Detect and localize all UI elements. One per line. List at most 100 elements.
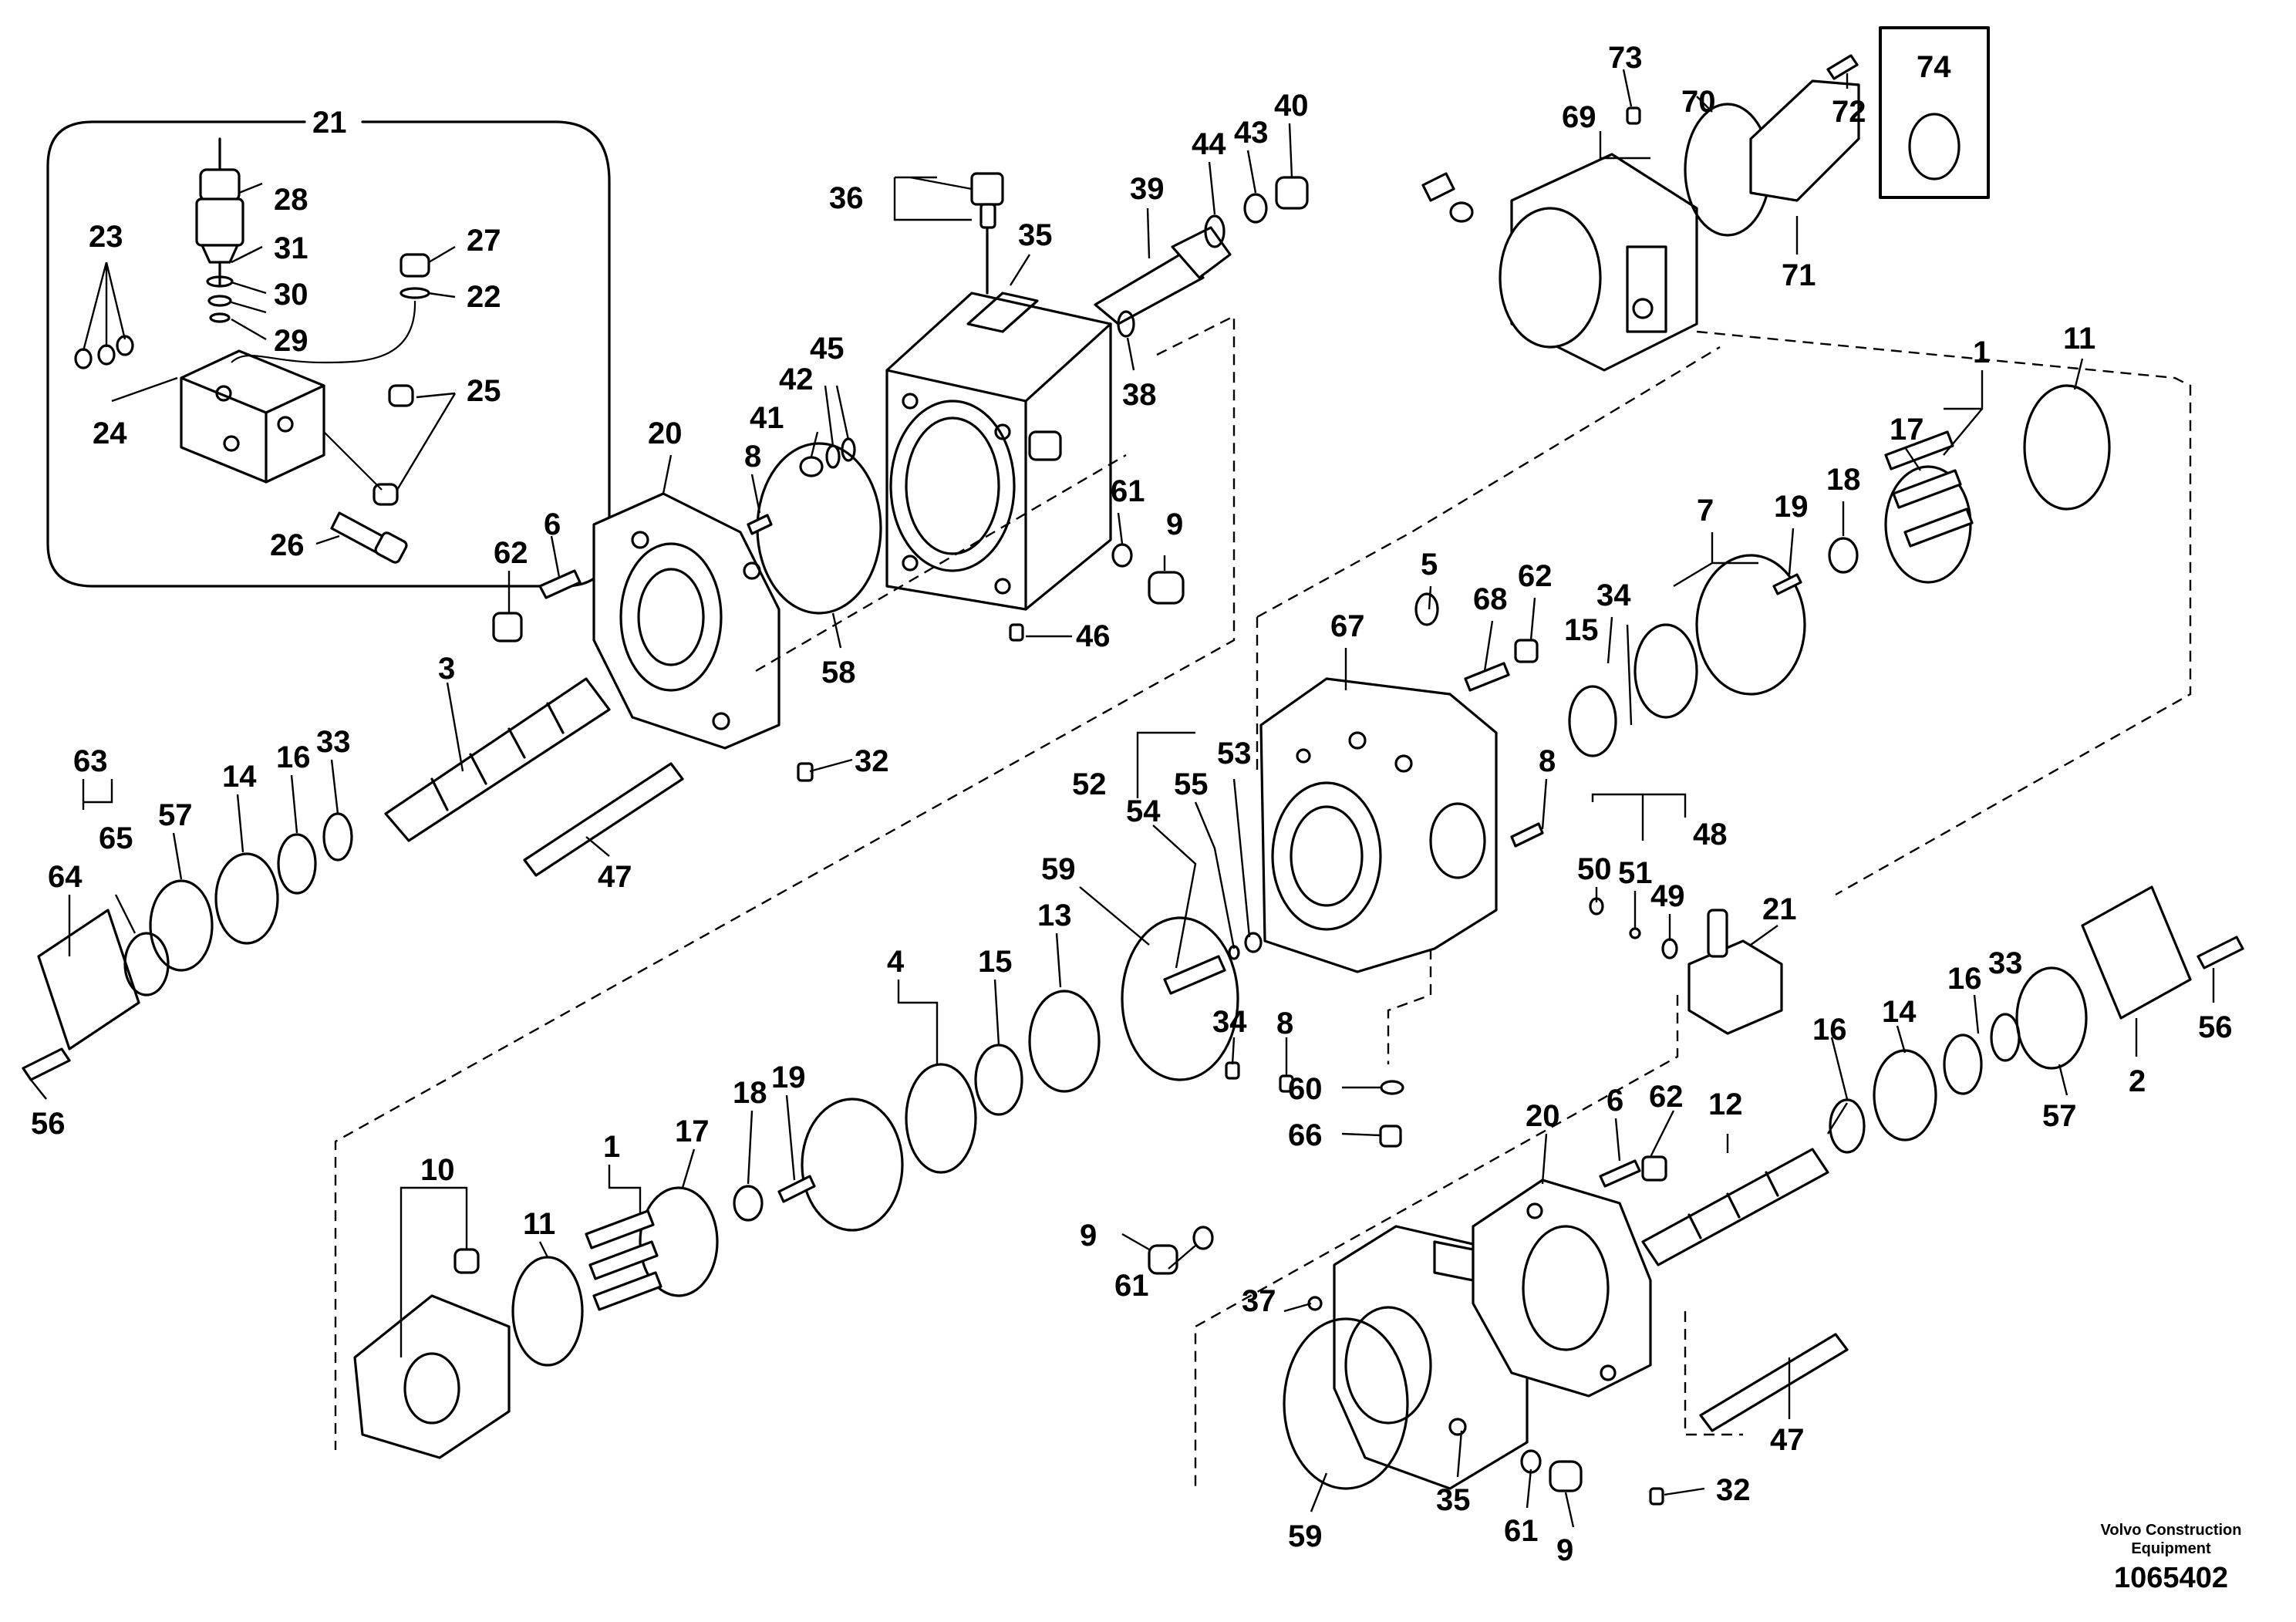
callout-39: 39 bbox=[1130, 172, 1165, 206]
part-29-oring bbox=[209, 312, 231, 323]
callout-35-top: 35 bbox=[1018, 218, 1053, 252]
part-32-pin-lower bbox=[1649, 1487, 1664, 1506]
part-72-bolt bbox=[1826, 54, 1859, 80]
part-62-nut-top bbox=[492, 612, 523, 642]
part-64-cover-left bbox=[37, 909, 140, 1050]
part-15-gear-lower bbox=[974, 1044, 1023, 1116]
part-16-spacer-right-b bbox=[1943, 1034, 1983, 1095]
callout-17-lower: 17 bbox=[675, 1114, 710, 1148]
part-65-seal-left bbox=[123, 932, 170, 996]
callout-61-top: 61 bbox=[1111, 474, 1145, 508]
part-27-plug bbox=[231, 253, 430, 364]
callout-59-center: 59 bbox=[1041, 852, 1076, 886]
callout-74: 74 bbox=[1917, 50, 1951, 84]
callout-56-right: 56 bbox=[2198, 1010, 2233, 1044]
part-16-spacer-left bbox=[277, 833, 317, 895]
callout-60: 60 bbox=[1288, 1072, 1323, 1106]
callout-21-inset: 21 bbox=[312, 106, 347, 140]
part-26-bolt bbox=[330, 511, 408, 564]
callout-49: 49 bbox=[1650, 879, 1685, 913]
callout-48: 48 bbox=[1693, 818, 1728, 851]
part-34-pin-center bbox=[1225, 1061, 1240, 1080]
callout-6-lower: 6 bbox=[1607, 1084, 1623, 1118]
callout-52: 52 bbox=[1072, 767, 1107, 801]
callout-12: 12 bbox=[1708, 1088, 1743, 1121]
part-42-oring bbox=[825, 444, 841, 469]
part-fitting-oring bbox=[1449, 201, 1474, 223]
part-59-ring-lower bbox=[1283, 1317, 1409, 1490]
part-31-oring bbox=[206, 275, 234, 288]
housing-35-assembly bbox=[885, 292, 1112, 611]
callout-6-top: 6 bbox=[544, 508, 561, 541]
part-33-snapring-left bbox=[322, 812, 353, 862]
callout-8-top: 8 bbox=[744, 440, 761, 474]
part-36-connector bbox=[970, 172, 1004, 295]
part-18-ball-lower bbox=[733, 1185, 764, 1222]
callout-1-right: 1 bbox=[1973, 336, 1990, 369]
part-1-pistons-right bbox=[1884, 430, 1974, 548]
callout-34-center: 34 bbox=[1212, 1005, 1247, 1039]
part-6-stud-top bbox=[538, 569, 582, 599]
callout-28: 28 bbox=[274, 183, 308, 217]
part-53-seat bbox=[1244, 932, 1263, 953]
callout-62-center: 62 bbox=[1518, 559, 1553, 593]
callout-38: 38 bbox=[1122, 378, 1157, 412]
part-61-oring-top bbox=[1111, 543, 1133, 568]
callout-33-right: 33 bbox=[1988, 946, 2023, 980]
callout-9-top: 9 bbox=[1166, 508, 1183, 541]
callout-53: 53 bbox=[1217, 737, 1252, 771]
company-name: Volvo Construction Equipment bbox=[2067, 1521, 2275, 1558]
part-11-plate-lower bbox=[511, 1256, 584, 1367]
part-1-pistons-lower bbox=[585, 1209, 663, 1311]
callout-1-lower: 1 bbox=[603, 1130, 620, 1164]
part-9-plug-top bbox=[1148, 571, 1185, 605]
part-56-bolt-right bbox=[2197, 936, 2244, 969]
part-2-cover-right bbox=[2081, 885, 2192, 1020]
callout-18-right: 18 bbox=[1826, 463, 1861, 497]
callout-25: 25 bbox=[467, 374, 501, 408]
callout-leaders bbox=[30, 69, 2215, 1528]
part-54-spool bbox=[1163, 955, 1226, 995]
part-cylinder-block-lower bbox=[801, 1098, 904, 1232]
callout-29: 29 bbox=[274, 324, 308, 358]
callout-59-lower: 59 bbox=[1288, 1519, 1323, 1553]
part-16-spacer-right-a bbox=[1829, 1098, 1866, 1154]
callout-11-right: 11 bbox=[2063, 322, 2095, 356]
callout-10: 10 bbox=[420, 1153, 455, 1187]
callout-2: 2 bbox=[2129, 1064, 2146, 1098]
callout-14-left: 14 bbox=[222, 760, 257, 794]
callout-73: 73 bbox=[1608, 41, 1643, 75]
callout-69: 69 bbox=[1562, 100, 1596, 134]
callout-20-lower: 20 bbox=[1526, 1099, 1560, 1133]
callout-13: 13 bbox=[1037, 899, 1072, 932]
callout-18-lower: 18 bbox=[733, 1076, 767, 1110]
callout-35-lower: 35 bbox=[1436, 1483, 1471, 1517]
callout-22: 22 bbox=[467, 280, 501, 314]
callout-19-right: 19 bbox=[1774, 490, 1809, 524]
callout-8-center: 8 bbox=[1539, 744, 1556, 778]
part-51-ball bbox=[1629, 927, 1641, 939]
part-7-cylinder-block bbox=[1695, 554, 1806, 696]
part-5-eyebolt bbox=[1414, 592, 1439, 626]
callout-62-lower: 62 bbox=[1649, 1080, 1684, 1114]
callout-31: 31 bbox=[274, 231, 308, 265]
part-33-snapring-right bbox=[1990, 1013, 2021, 1062]
callout-46: 46 bbox=[1076, 619, 1111, 653]
callout-34-top: 34 bbox=[1596, 578, 1631, 612]
part-34-plate-center bbox=[1633, 623, 1698, 719]
illustration-number: 1065402 bbox=[2114, 1562, 2228, 1594]
callout-30: 30 bbox=[274, 278, 308, 312]
part-9-plug-bottom bbox=[1549, 1460, 1583, 1492]
callout-27: 27 bbox=[467, 224, 501, 258]
callout-54: 54 bbox=[1126, 794, 1161, 828]
callout-64: 64 bbox=[48, 860, 83, 894]
callout-16-left: 16 bbox=[276, 740, 311, 774]
part-20-flange bbox=[592, 492, 781, 750]
part-25-plug-b bbox=[373, 483, 399, 506]
callout-4: 4 bbox=[887, 945, 905, 979]
callout-63: 63 bbox=[73, 744, 108, 778]
callout-24: 24 bbox=[93, 416, 127, 450]
callout-61-lower: 61 bbox=[1114, 1269, 1149, 1303]
part-56-bolt-left bbox=[22, 1047, 71, 1081]
part-20-flange-lower bbox=[1472, 1179, 1652, 1398]
